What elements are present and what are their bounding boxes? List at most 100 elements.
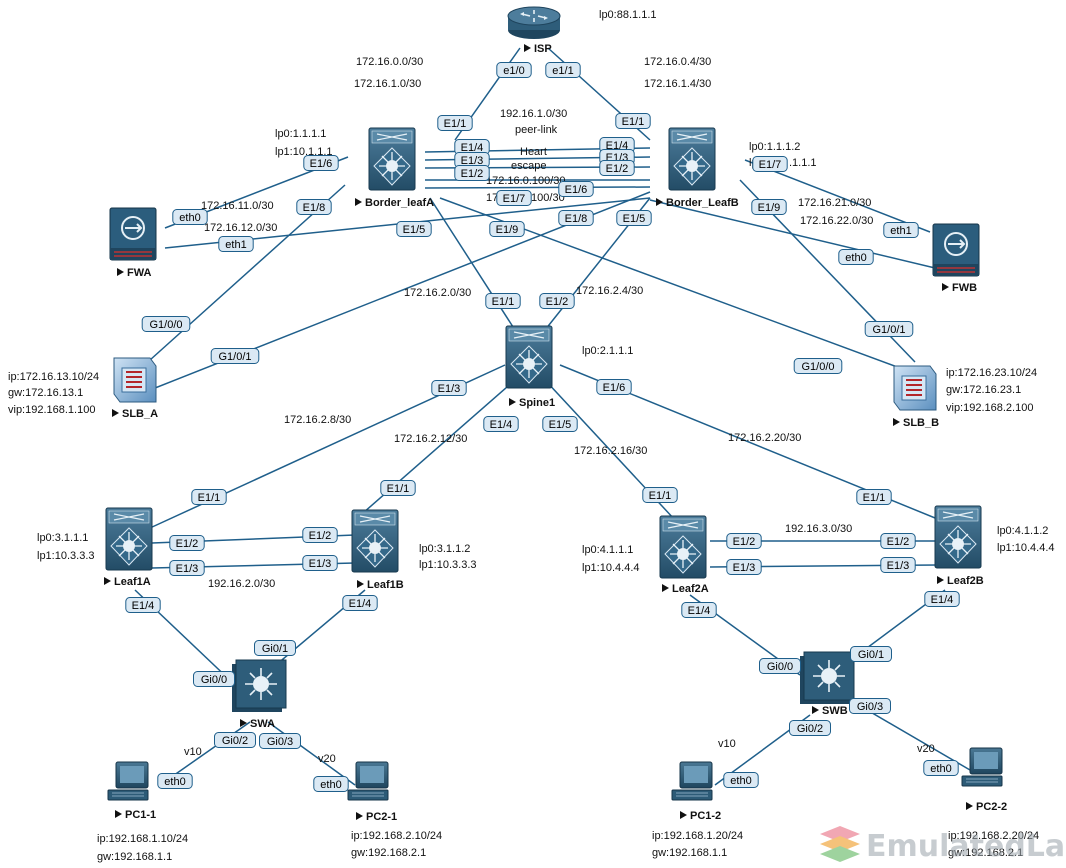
pc-gw: gw:192.168.1.1 — [652, 847, 727, 859]
svg-text:E1/2: E1/2 — [461, 168, 484, 180]
svg-text:E1/2: E1/2 — [606, 163, 629, 175]
pc-gw: gw:192.168.2.1 — [351, 847, 426, 859]
spine1-switch[interactable] — [505, 325, 553, 389]
svg-text:E1/2: E1/2 — [887, 536, 910, 548]
port-label: E1/3 — [302, 555, 338, 571]
loopback-label: lp0:1.1.1.1 — [275, 128, 326, 140]
swb-switch[interactable]: layer3-switch-icon — [800, 651, 855, 704]
loopback-label: lp0:4.1.1.1 — [582, 544, 633, 556]
slb-b-label: SLB_B — [903, 417, 939, 429]
svg-text:E1/1: E1/1 — [492, 296, 515, 308]
loopback-label: .1.1.1 — [789, 157, 817, 169]
leaf2a-switch[interactable] — [659, 515, 707, 579]
svg-text:E1/4: E1/4 — [461, 142, 484, 154]
pc-ip: ip:192.168.2.20/24 — [948, 830, 1039, 842]
port-label: E1/1 — [642, 487, 678, 503]
port-label: E1/2 — [880, 533, 916, 549]
svg-text:E1/6: E1/6 — [603, 382, 626, 394]
svg-text:E1/5: E1/5 — [403, 224, 426, 236]
leaf2b-label: Leaf2B — [947, 575, 984, 587]
port-label: E1/2 — [599, 160, 635, 176]
port-label: G1/0/1 — [210, 348, 260, 364]
isp-router[interactable]: router-icon — [507, 6, 561, 39]
pc2-2[interactable] — [961, 747, 1003, 787]
svg-text:E1/2: E1/2 — [546, 296, 569, 308]
port-label: E1/9 — [751, 199, 787, 215]
border-leafb-switch[interactable] — [668, 127, 716, 191]
svg-text:E1/3: E1/3 — [309, 558, 332, 570]
port-label: Gi0/3 — [259, 733, 301, 749]
link-swa-pc21 — [267, 721, 356, 786]
subnet-label: 172.16.2.4/30 — [576, 285, 643, 297]
port-label: eth0 — [923, 760, 959, 776]
watermark: EmulatedLab — [820, 826, 1066, 864]
spine1-label: Spine1 — [519, 397, 555, 409]
link-bla-spine — [429, 197, 516, 331]
port-label: E1/4 — [483, 416, 519, 432]
vlan-label: v20 — [917, 743, 935, 755]
leaf1a-switch[interactable] — [105, 507, 153, 571]
port-label: E1/7 — [752, 156, 788, 172]
svg-text:E1/3: E1/3 — [733, 562, 756, 574]
port-label: Gi0/2 — [214, 732, 256, 748]
svg-text:E1/1: E1/1 — [863, 492, 886, 504]
loopback-label: lp0:4.1.1.2 — [997, 525, 1048, 537]
pc-ip: ip:192.168.1.20/24 — [652, 830, 743, 842]
svg-text:E1/4: E1/4 — [349, 598, 372, 610]
pc2-1[interactable] — [347, 761, 389, 801]
svg-text:E1/4: E1/4 — [490, 419, 513, 431]
pc-gw: gw:192.168.2.1 — [948, 847, 1023, 859]
slb-b-vip: vip:192.168.2.100 — [946, 402, 1033, 414]
spine-loopback: lp0:2.1.1.1 — [582, 345, 633, 357]
port-label: E1/8 — [558, 210, 594, 226]
svg-text:Gi0/3: Gi0/3 — [857, 701, 883, 713]
port-label: eth1 — [883, 222, 919, 238]
subnet-label: 172.16.2.12/30 — [394, 433, 467, 445]
port-label: E1/2 — [302, 527, 338, 543]
port-label: E1/3 — [169, 560, 205, 576]
fwb-firewall[interactable]: firewall-icon — [932, 223, 980, 277]
slb-a-vip: vip:192.168.1.100 — [8, 404, 95, 416]
svg-text:E1/9: E1/9 — [758, 202, 781, 214]
port-label: Gi0/1 — [850, 646, 892, 662]
swa-switch[interactable]: layer3-switch-icon — [232, 659, 287, 712]
port-label: G1/0/1 — [864, 321, 914, 337]
pc1-1-label: PC1-1 — [125, 809, 156, 821]
port-label: eth0 — [157, 773, 193, 789]
pc-ip: ip:192.168.1.10/24 — [97, 833, 188, 845]
svg-text:E1/3: E1/3 — [461, 155, 484, 167]
pc1-1[interactable] — [107, 761, 149, 801]
subnet-label: 172.16.1.4/30 — [644, 78, 711, 90]
fwb-label: FWB — [952, 282, 977, 294]
subnet-label: 172.16.0.4/30 — [644, 56, 711, 68]
svg-text:E1/1: E1/1 — [444, 118, 467, 130]
subnet-label: 192.16.3.0/30 — [785, 523, 852, 535]
svg-text:E1/4: E1/4 — [931, 594, 954, 606]
port-label: Gi0/1 — [254, 640, 296, 656]
port-label: Gi0/3 — [849, 698, 891, 714]
svg-text:E1/3: E1/3 — [438, 383, 461, 395]
subnet-label: 192.16.2.0/30 — [208, 578, 275, 590]
loopback-label: lp0:1.1.1.2 — [749, 141, 800, 153]
svg-text:E1/2: E1/2 — [176, 538, 199, 550]
pc1-2[interactable] — [671, 761, 713, 801]
svg-text:E1/7: E1/7 — [759, 159, 782, 171]
port-label: eth0 — [723, 772, 759, 788]
isp-loopback: lp0:88.1.1.1 — [599, 9, 657, 21]
slb-b-loadbalancer[interactable]: load-balancer-icon — [893, 365, 937, 411]
slb-a-loadbalancer[interactable]: load-balancer-icon — [113, 357, 157, 403]
port-label: eth0 — [172, 209, 208, 225]
vlan-label: v20 — [318, 753, 336, 765]
svg-text:eth0: eth0 — [320, 779, 341, 791]
slb-b-gw: gw:172.16.23.1 — [946, 384, 1021, 396]
subnet-label: 172.16.2.20/30 — [728, 432, 801, 444]
subnet-label: 172.16.2.16/30 — [574, 445, 647, 457]
fwa-firewall[interactable]: firewall-icon — [109, 207, 157, 261]
port-label: E1/1 — [615, 113, 651, 129]
pc-gw: gw:192.168.1.1 — [97, 851, 172, 863]
loopback-label: lp1:10.3.3.3 — [37, 550, 95, 562]
border-leafa-switch[interactable] — [368, 127, 416, 191]
leaf1b-switch[interactable] — [351, 509, 399, 573]
leaf2b-switch[interactable] — [934, 505, 982, 569]
pc2-1-label: PC2-1 — [366, 811, 397, 823]
